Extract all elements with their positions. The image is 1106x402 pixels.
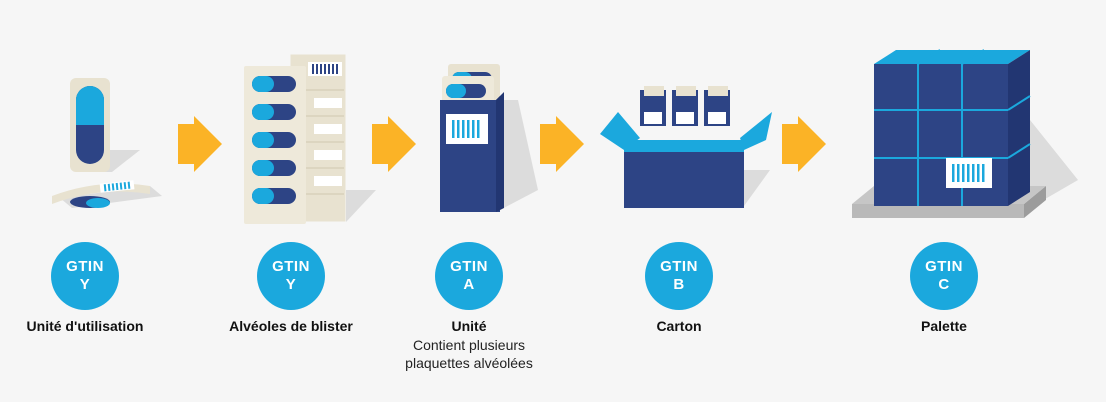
unit-box-illustration: [440, 64, 538, 212]
gtin-code: C: [938, 276, 950, 293]
gtin-badge: GTIN Y: [257, 242, 325, 310]
blister-illustration: [244, 53, 376, 224]
gtin-prefix: GTIN: [66, 258, 104, 275]
stage-unit: GTIN A Unité Contient plusieurs plaquett…: [369, 0, 569, 402]
gtin-badge: GTIN Y: [51, 242, 119, 310]
stage-label: Palette: [921, 318, 967, 334]
description-line: Contient plusieurs: [412, 337, 526, 353]
gtin-prefix: GTIN: [660, 258, 698, 275]
stage-label: Carton: [656, 318, 702, 334]
gtin-badge: GTIN B: [645, 242, 713, 310]
description-line: plaquettes alvéolées: [405, 355, 533, 371]
gtin-prefix: GTIN: [450, 258, 488, 275]
unit-of-use-illustration: [52, 78, 162, 208]
gtin-badge: GTIN C: [910, 242, 978, 310]
stage-label: Unité d'utilisation: [26, 318, 144, 334]
stage-unit-of-use: GTIN Y Unité d'utilisation: [0, 0, 185, 402]
stage-carton: GTIN B Carton: [579, 0, 779, 402]
gtin-prefix: GTIN: [925, 258, 963, 275]
arrow-3: [540, 116, 584, 172]
supply-chain-illustration: [52, 49, 1078, 224]
gtin-code: A: [463, 276, 475, 293]
gtin-code: B: [673, 276, 685, 293]
arrow-2: [372, 116, 416, 172]
stage-label: Alvéoles de blister: [229, 318, 353, 334]
pallet-illustration: [852, 49, 1078, 218]
stage-blister: GTIN Y Alvéoles de blister: [191, 0, 391, 402]
gtin-prefix: GTIN: [272, 258, 310, 275]
stage-pallet: GTIN C Palette: [844, 0, 1044, 402]
gtin-code: Y: [285, 276, 297, 293]
carton-illustration: [600, 86, 772, 208]
gtin-code: Y: [79, 276, 91, 293]
arrow-4: [782, 116, 826, 172]
arrow-1: [178, 116, 222, 172]
stage-label: Unité: [451, 318, 487, 334]
gtin-badge: GTIN A: [435, 242, 503, 310]
stage-description: Contient plusieurs plaquettes alvéolées: [369, 336, 569, 372]
